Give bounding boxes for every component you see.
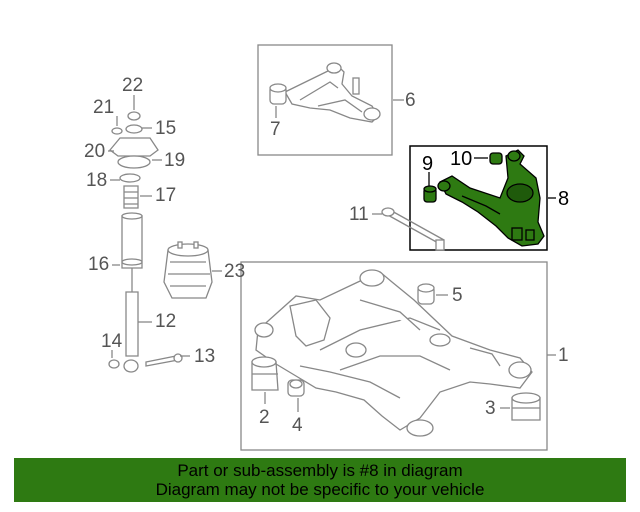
- callout-13: 13: [194, 346, 216, 367]
- callout-16: 16: [88, 254, 110, 275]
- callout-21: 21: [93, 97, 115, 118]
- callout-7: 7: [270, 119, 281, 140]
- part-8-control-arm[interactable]: [437, 149, 545, 247]
- callout-12: 12: [155, 311, 177, 332]
- footer-banner: Part or sub-assembly is #8 in diagram Di…: [14, 458, 626, 502]
- part-3-mount: [511, 392, 541, 421]
- part-19-seat: [117, 155, 151, 169]
- callout-10[interactable]: 10: [450, 148, 473, 170]
- callout-14: 14: [101, 331, 123, 352]
- part-6-control-arm: [269, 62, 381, 123]
- callout-9[interactable]: 9: [422, 153, 434, 175]
- part-1-box: [240, 261, 548, 451]
- callout-20: 20: [84, 141, 106, 162]
- part-9-bushing[interactable]: [423, 185, 437, 203]
- callout-4: 4: [292, 415, 303, 436]
- callout-19: 19: [164, 150, 186, 171]
- callout-1: 1: [558, 345, 569, 366]
- part-10-bushing[interactable]: [489, 152, 503, 165]
- callout-8[interactable]: 8: [558, 188, 570, 210]
- callout-5: 5: [452, 285, 463, 306]
- part-12-shock: [125, 291, 139, 357]
- callout-23: 23: [224, 261, 246, 282]
- part-5-bushing: [417, 283, 435, 305]
- parts-diagram: [108, 44, 556, 451]
- strut-assembly: [108, 111, 183, 373]
- footer-line-2: Diagram may not be specific to your vehi…: [155, 480, 485, 499]
- part-2-mount: [251, 356, 279, 391]
- footer-line-1: Part or sub-assembly is #8 in diagram: [177, 461, 463, 480]
- callout-2: 2: [259, 407, 270, 428]
- callout-17: 17: [155, 185, 177, 206]
- part-22-nut: [127, 111, 141, 121]
- part-14-nut: [108, 359, 120, 369]
- callout-11: 11: [349, 204, 369, 225]
- callout-6: 6: [405, 90, 416, 111]
- part-17-bumper: [123, 185, 139, 209]
- part-11-link: [372, 207, 445, 251]
- part-23-air-spring: [163, 241, 213, 299]
- part-4-bushing: [287, 379, 305, 397]
- callout-22: 22: [122, 75, 144, 96]
- part-1-subframe: [254, 269, 533, 437]
- part-18-washer: [119, 173, 141, 183]
- part-13-bolt: [145, 355, 179, 367]
- callout-18: 18: [86, 170, 108, 191]
- part-21-washer: [111, 127, 123, 135]
- callout-3: 3: [485, 398, 496, 419]
- part-6-box: [257, 44, 393, 156]
- callout-15: 15: [155, 118, 177, 139]
- part-20-mount: [109, 137, 159, 157]
- part-15-washer: [125, 124, 143, 134]
- part-8-box: [409, 145, 548, 251]
